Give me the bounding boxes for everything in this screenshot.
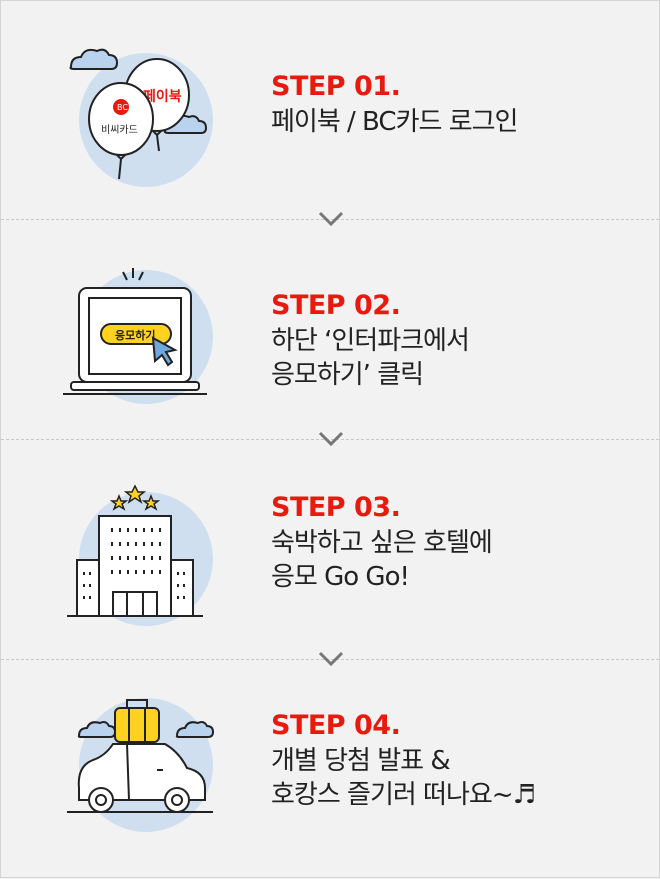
- step-4-text: STEP 04. 개별 당첨 발표 & 호캉스 즐기러 떠나요~♬: [271, 710, 536, 812]
- cloud-icon: [77, 721, 215, 738]
- laptop-illustration: 응모하기: [63, 268, 207, 395]
- step-4-line-1: 개별 당첨 발표 &: [271, 746, 451, 776]
- step-1-number: STEP 01.: [271, 71, 401, 102]
- luggage-icon: [114, 707, 160, 743]
- balloons-illustration: 페이북 BC 비씨카드: [69, 48, 208, 180]
- svg-text:BC: BC: [117, 103, 128, 112]
- step-2-number: STEP 02.: [271, 290, 401, 321]
- step-4-number: STEP 04.: [271, 710, 401, 741]
- step-3-number: STEP 03.: [271, 492, 401, 523]
- step-2-line-2: 응모하기’ 클릭: [271, 360, 424, 390]
- step-3-line-1: 숙박하고 싶은 호텔에: [271, 528, 493, 558]
- bccard-label: 비씨카드: [101, 124, 138, 136]
- divider-1: [1, 219, 659, 220]
- paybook-label: 페이북: [143, 88, 182, 105]
- cloud-icon: [69, 48, 119, 70]
- chevron-down-icon: [318, 431, 344, 447]
- step-2-line-1: 하단 ‘인터파크에서: [271, 326, 470, 356]
- step-2: 응모하기 STEP 02. 하단 ‘인터파크에서 응모하기’ 클릭: [1, 220, 659, 439]
- step-3-text: STEP 03. 숙박하고 싶은 호텔에 응모 Go Go!: [271, 492, 493, 594]
- cursor-icon: [151, 336, 178, 367]
- divider-2: [1, 439, 659, 440]
- divider-3: [1, 659, 659, 660]
- step-4-line-2: 호캉스 즐기러 떠나요~♬: [271, 780, 536, 810]
- car-illustration: [67, 699, 215, 813]
- apply-button-label: 응모하기: [115, 328, 155, 342]
- step-3: STEP 03. 숙박하고 싶은 호텔에 응모 Go Go!: [1, 440, 659, 659]
- step-4: STEP 04. 개별 당첨 발표 & 호캉스 즐기러 떠나요~♬: [1, 660, 659, 879]
- step-1-text: STEP 01. 페이북 / BC카드 로그인: [271, 71, 518, 139]
- step-1: 페이북 BC 비씨카드 STEP 01. 페이북 / BC카드 로그인: [1, 1, 659, 220]
- chevron-down-icon: [318, 211, 344, 227]
- star-icon: [109, 484, 161, 511]
- chevron-down-icon: [318, 651, 344, 667]
- bc-logo-icon: [113, 99, 129, 115]
- hotel-illustration: [67, 484, 203, 617]
- step-1-line-1: 페이북 / BC카드 로그인: [271, 107, 518, 137]
- step-2-text: STEP 02. 하단 ‘인터파크에서 응모하기’ 클릭: [271, 290, 470, 392]
- step-3-line-2: 응모 Go Go!: [271, 562, 410, 592]
